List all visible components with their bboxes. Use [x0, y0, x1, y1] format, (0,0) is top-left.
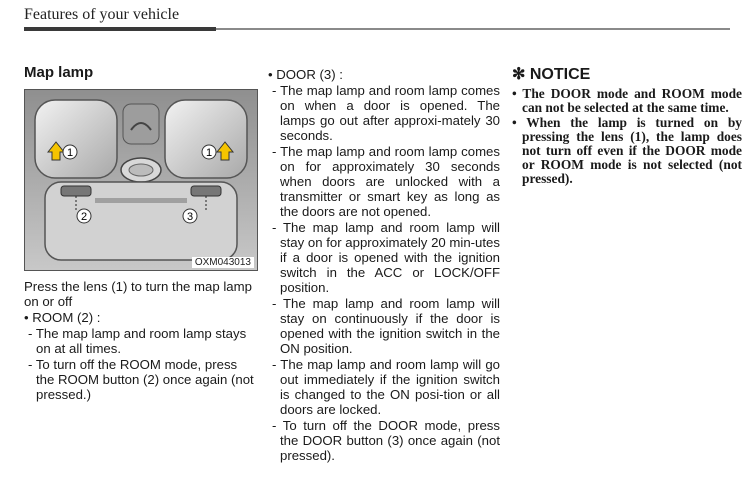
callout-3: 3	[187, 211, 193, 223]
right-arrow-icon	[215, 141, 235, 161]
room-item: - The map lamp and room lamp stays on at…	[28, 326, 247, 356]
room-button[interactable]	[60, 185, 92, 197]
door-item: - The map lamp and room lamp will stay o…	[272, 220, 500, 295]
overhead-console-illustration: 1 1 2 3	[25, 90, 257, 270]
room-item: - To turn off the ROOM mode, press the R…	[28, 357, 254, 402]
door-item: - The map lamp and room lamp will stay o…	[272, 296, 500, 356]
door-item: - The map lamp and room lamp will go out…	[272, 357, 500, 417]
room-label: • ROOM (2) :	[24, 310, 101, 325]
notice-item: • The DOOR mode and ROOM mode can not be…	[512, 86, 742, 115]
column-left: Map lamp	[24, 64, 258, 402]
door-item: - To turn off the DOOR mode, press the D…	[272, 418, 500, 463]
left-arrow-icon	[46, 141, 66, 161]
notice-box: ✻ NOTICE • The DOOR mode and ROOM mode c…	[512, 64, 742, 187]
door-item: - The map lamp and room lamp comes on wh…	[272, 83, 500, 143]
callout-1-right: 1	[206, 147, 212, 159]
column-middle: • DOOR (3) : - The map lamp and room lam…	[268, 64, 500, 463]
page-header: Features of your vehicle	[24, 6, 730, 31]
map-lamp-figure: 1 1 2 3 OXM043013	[24, 89, 258, 271]
door-label: • DOOR (3) :	[268, 67, 343, 82]
door-item: - The map lamp and room lamp comes on fo…	[272, 144, 500, 219]
map-lamp-title: Map lamp	[24, 64, 94, 81]
intro-text: Press the lens (1) to turn the map lamp …	[24, 279, 252, 309]
figure-code: OXM043013	[191, 257, 254, 268]
header-rule-accent	[24, 27, 216, 31]
callout-2: 2	[81, 211, 87, 223]
header-rule	[24, 28, 730, 30]
right-lamp-lens[interactable]	[164, 99, 248, 179]
left-lamp-lens[interactable]	[34, 99, 118, 179]
notice-title: ✻ NOTICE	[512, 66, 591, 83]
notice-item: • When the lamp is turned on by pressing…	[512, 115, 742, 186]
door-button[interactable]	[190, 185, 222, 197]
section-header-title: Features of your vehicle	[24, 6, 180, 23]
callout-1-left: 1	[67, 147, 73, 159]
